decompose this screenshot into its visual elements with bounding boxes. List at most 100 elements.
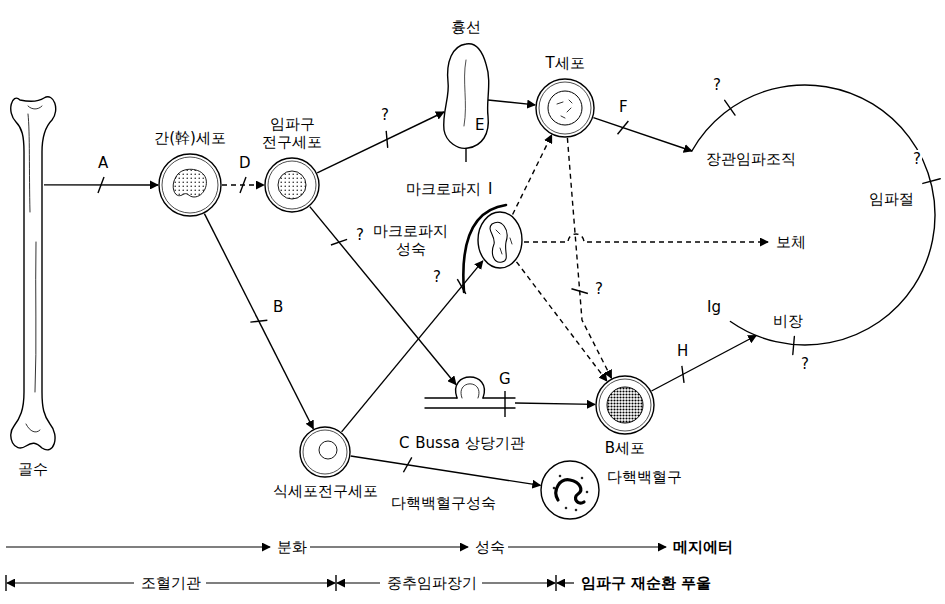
cell-label: 마크로파지 bbox=[405, 180, 482, 198]
phagocyte-precursor: 식세포전구세포 bbox=[299, 426, 351, 478]
connector bbox=[351, 456, 541, 485]
axis-arrow bbox=[6, 546, 270, 547]
region-label: 임파구 재순환 푸울 bbox=[580, 574, 712, 592]
connector bbox=[593, 118, 692, 151]
cell-label: B세포 bbox=[604, 439, 646, 457]
connector bbox=[310, 207, 456, 385]
granule-dot bbox=[581, 477, 583, 479]
t-cell-shape bbox=[535, 78, 595, 138]
axis-arrow bbox=[508, 546, 666, 547]
tick-mark bbox=[250, 320, 267, 322]
edge-label: F bbox=[618, 98, 629, 116]
bone-texture bbox=[26, 106, 42, 432]
tick-mark bbox=[386, 131, 388, 148]
edge-label: ? bbox=[380, 106, 390, 124]
granule-dot bbox=[553, 487, 555, 489]
recirculation-ring bbox=[692, 85, 935, 345]
cell-inner-ring bbox=[599, 379, 651, 431]
cell-membrane bbox=[159, 154, 221, 216]
output-label: 보체 bbox=[775, 233, 807, 251]
stem-cell-shape bbox=[158, 153, 222, 217]
thymus-shape bbox=[438, 42, 494, 152]
axis-arrow bbox=[310, 546, 468, 547]
b-cell-shape bbox=[595, 375, 655, 435]
tick-mark bbox=[403, 457, 411, 472]
connector bbox=[488, 100, 535, 105]
bone-outline bbox=[11, 97, 56, 450]
cell-label: T세포 bbox=[544, 54, 585, 72]
edge-label: B bbox=[272, 298, 284, 316]
stage-label: 메지에터 bbox=[672, 538, 734, 556]
edge-label: A bbox=[97, 154, 109, 172]
cell-membrane bbox=[265, 158, 319, 212]
organ-label: 장관임파조직 bbox=[705, 150, 797, 168]
edge-label: C bbox=[398, 434, 410, 452]
stage-label: 분화 bbox=[276, 538, 308, 556]
output-label: Ig bbox=[706, 298, 722, 316]
dashed-connector bbox=[513, 135, 552, 215]
phagocyte-precursor-shape bbox=[299, 426, 351, 478]
cell-nucleus bbox=[490, 222, 507, 262]
granule-dot bbox=[559, 475, 561, 477]
cell-inner-ring bbox=[268, 161, 316, 209]
tick-mark bbox=[331, 239, 347, 245]
cell-membrane bbox=[300, 427, 350, 477]
cell-label: 임파구 전구세포 bbox=[261, 115, 323, 151]
tick-mark bbox=[240, 177, 246, 193]
callout-letter: E bbox=[474, 116, 485, 134]
cell-label: 식세포전구세포 bbox=[272, 482, 379, 500]
cell-nucleus bbox=[173, 169, 206, 197]
granule-dot bbox=[565, 507, 567, 509]
question-mark: ? bbox=[712, 76, 722, 94]
lymphoid-precursor: 임파구 전구세포 bbox=[264, 157, 320, 213]
tick-mark bbox=[725, 100, 735, 115]
cell-label: 다핵백혈구 bbox=[606, 468, 683, 486]
tick-mark bbox=[682, 366, 684, 383]
cell-nucleus bbox=[548, 91, 582, 125]
tick-mark bbox=[923, 179, 940, 184]
connector bbox=[652, 336, 757, 392]
question-mark: ? bbox=[432, 268, 442, 286]
organ-label: Bussa 상당기관 bbox=[414, 434, 525, 452]
range-arrow bbox=[206, 582, 335, 583]
organ-label: 비장 bbox=[772, 312, 804, 330]
cell-membrane bbox=[541, 461, 599, 519]
chromatin-mark bbox=[557, 100, 572, 118]
connector bbox=[342, 261, 483, 432]
edge-label: ? bbox=[355, 226, 365, 244]
callout-letter: I bbox=[487, 180, 493, 198]
cell-nucleus bbox=[278, 171, 306, 199]
edge-label: ? bbox=[594, 280, 604, 298]
connector bbox=[204, 214, 313, 429]
macrophage-shape bbox=[476, 210, 524, 270]
polymorphonuclear-cell-shape bbox=[540, 460, 600, 520]
bone-marrow-shape bbox=[8, 92, 58, 452]
question-mark: ? bbox=[800, 355, 810, 373]
cell-nucleus bbox=[607, 387, 643, 423]
range-bar bbox=[555, 575, 556, 591]
cell-inner-ring bbox=[162, 157, 218, 213]
tick-mark bbox=[457, 279, 466, 294]
thymus: 흉선 bbox=[438, 42, 494, 152]
range-bar bbox=[5, 575, 6, 591]
chromatin-mark bbox=[496, 230, 512, 254]
organ-label: 임파절 bbox=[868, 190, 915, 208]
connector bbox=[515, 403, 595, 404]
tick-mark bbox=[793, 337, 795, 355]
cell-membrane bbox=[478, 212, 522, 268]
bone-marrow: 골수 bbox=[8, 92, 58, 452]
range-arrow bbox=[557, 582, 574, 583]
cell-nucleus bbox=[319, 441, 337, 459]
question-mark: ? bbox=[912, 150, 922, 168]
dashed-connector bbox=[567, 138, 611, 378]
bursa-base bbox=[425, 398, 515, 408]
cell-inner-ring bbox=[303, 430, 347, 474]
polymorphonuclear-cell: 다핵백혈구 bbox=[540, 460, 600, 520]
edge-label: D bbox=[238, 154, 252, 172]
complement-arrow bbox=[524, 234, 768, 242]
lymphoid-precursor-shape bbox=[264, 157, 320, 213]
stage-label: 성숙 bbox=[474, 538, 506, 556]
macrophage: 마크로파지 bbox=[476, 210, 524, 270]
process-label: 다핵백혈구성숙 bbox=[390, 494, 497, 512]
